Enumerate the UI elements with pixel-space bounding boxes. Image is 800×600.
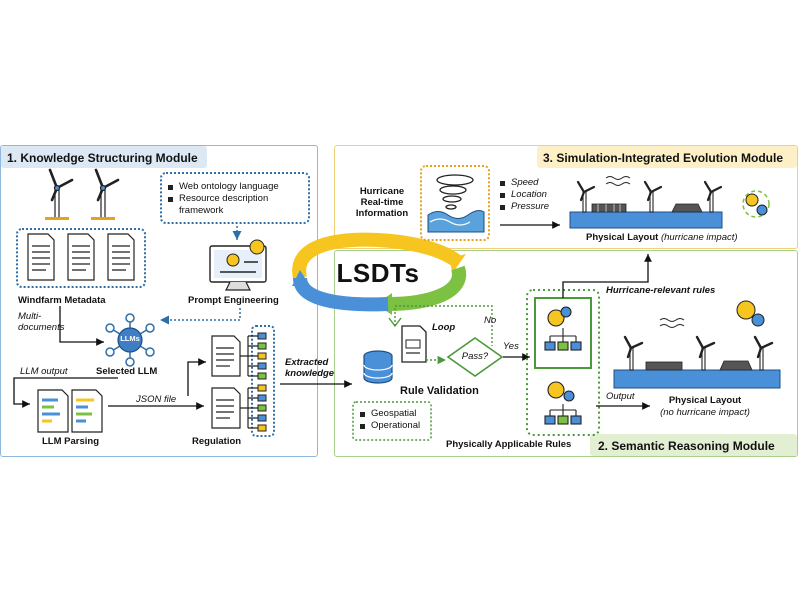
regulation-label: Regulation (192, 436, 242, 447)
output-label: Output (606, 391, 635, 402)
param-pressure: Pressure (500, 201, 570, 213)
yes-label: Yes (503, 341, 519, 352)
simulation-evolution-title-bar (537, 146, 797, 168)
validation-item: Operational (360, 420, 430, 432)
ontology-item: Web ontology language (168, 181, 308, 193)
knowledge-structuring-title-bar (1, 146, 207, 168)
lsdt-center-label: LSDTs (336, 258, 420, 288)
layout-impact-title-text: Physical Layout (586, 232, 659, 243)
loop-label: Loop (432, 322, 456, 333)
extracted-knowledge-label: Extracted knowledge (285, 357, 335, 379)
validation-list: Geospatial Operational (360, 408, 430, 432)
prompt-engineering-label: Prompt Engineering (188, 295, 279, 306)
selected-llm-label: Selected LLM (96, 366, 158, 377)
metadata-documents-group (16, 228, 146, 288)
no-label: No (484, 315, 497, 326)
layout-no-impact-title: Physical Layout (668, 395, 742, 406)
semantic-reasoning-title-bar (590, 434, 797, 456)
param-location: Location (500, 189, 570, 201)
windfarm-metadata-label: Windfarm Metadata (18, 295, 106, 306)
hurricane-relevant-rules-label: Hurricane-relevant rules (606, 285, 716, 296)
validation-item: Geospatial (360, 408, 430, 420)
layout-impact-title: Physical Layout (hurricane impact) (586, 232, 738, 244)
semantic-reasoning-panel (334, 250, 798, 457)
semantic-reasoning-title: 2. Semantic Reasoning Module (598, 439, 775, 453)
json-file-label: JSON file (136, 394, 177, 405)
physically-applicable-rules-label: Physically Applicable Rules (446, 439, 572, 450)
rule-validation-label: Rule Validation (400, 385, 479, 397)
simulation-evolution-panel (334, 145, 798, 249)
hurricane-box (420, 165, 490, 241)
hurricane-info-label: Hurricane Real-time Information (355, 186, 409, 219)
simulation-evolution-title: 3. Simulation-Integrated Evolution Modul… (543, 151, 784, 165)
pass-decision-label: Pass? (461, 351, 489, 362)
llm-parsing-label: LLM Parsing (42, 436, 100, 447)
llm-output-label: LLM output (20, 366, 68, 377)
layout-impact-note: (hurricane impact) (660, 232, 738, 243)
ontology-item: Resource description framework (168, 193, 308, 217)
ontology-box (160, 172, 310, 224)
param-speed: Speed (500, 177, 570, 189)
multi-documents-label: Multi- documents (18, 311, 65, 333)
hurricane-params: Speed Location Pressure (500, 177, 570, 213)
llms-badge: LLMs (120, 334, 140, 343)
knowledge-structuring-title: 1. Knowledge Structuring Module (7, 151, 198, 165)
layout-no-impact-note: (no hurricane impact) (660, 407, 750, 418)
ontology-list: Web ontology language Resource descripti… (168, 181, 308, 217)
